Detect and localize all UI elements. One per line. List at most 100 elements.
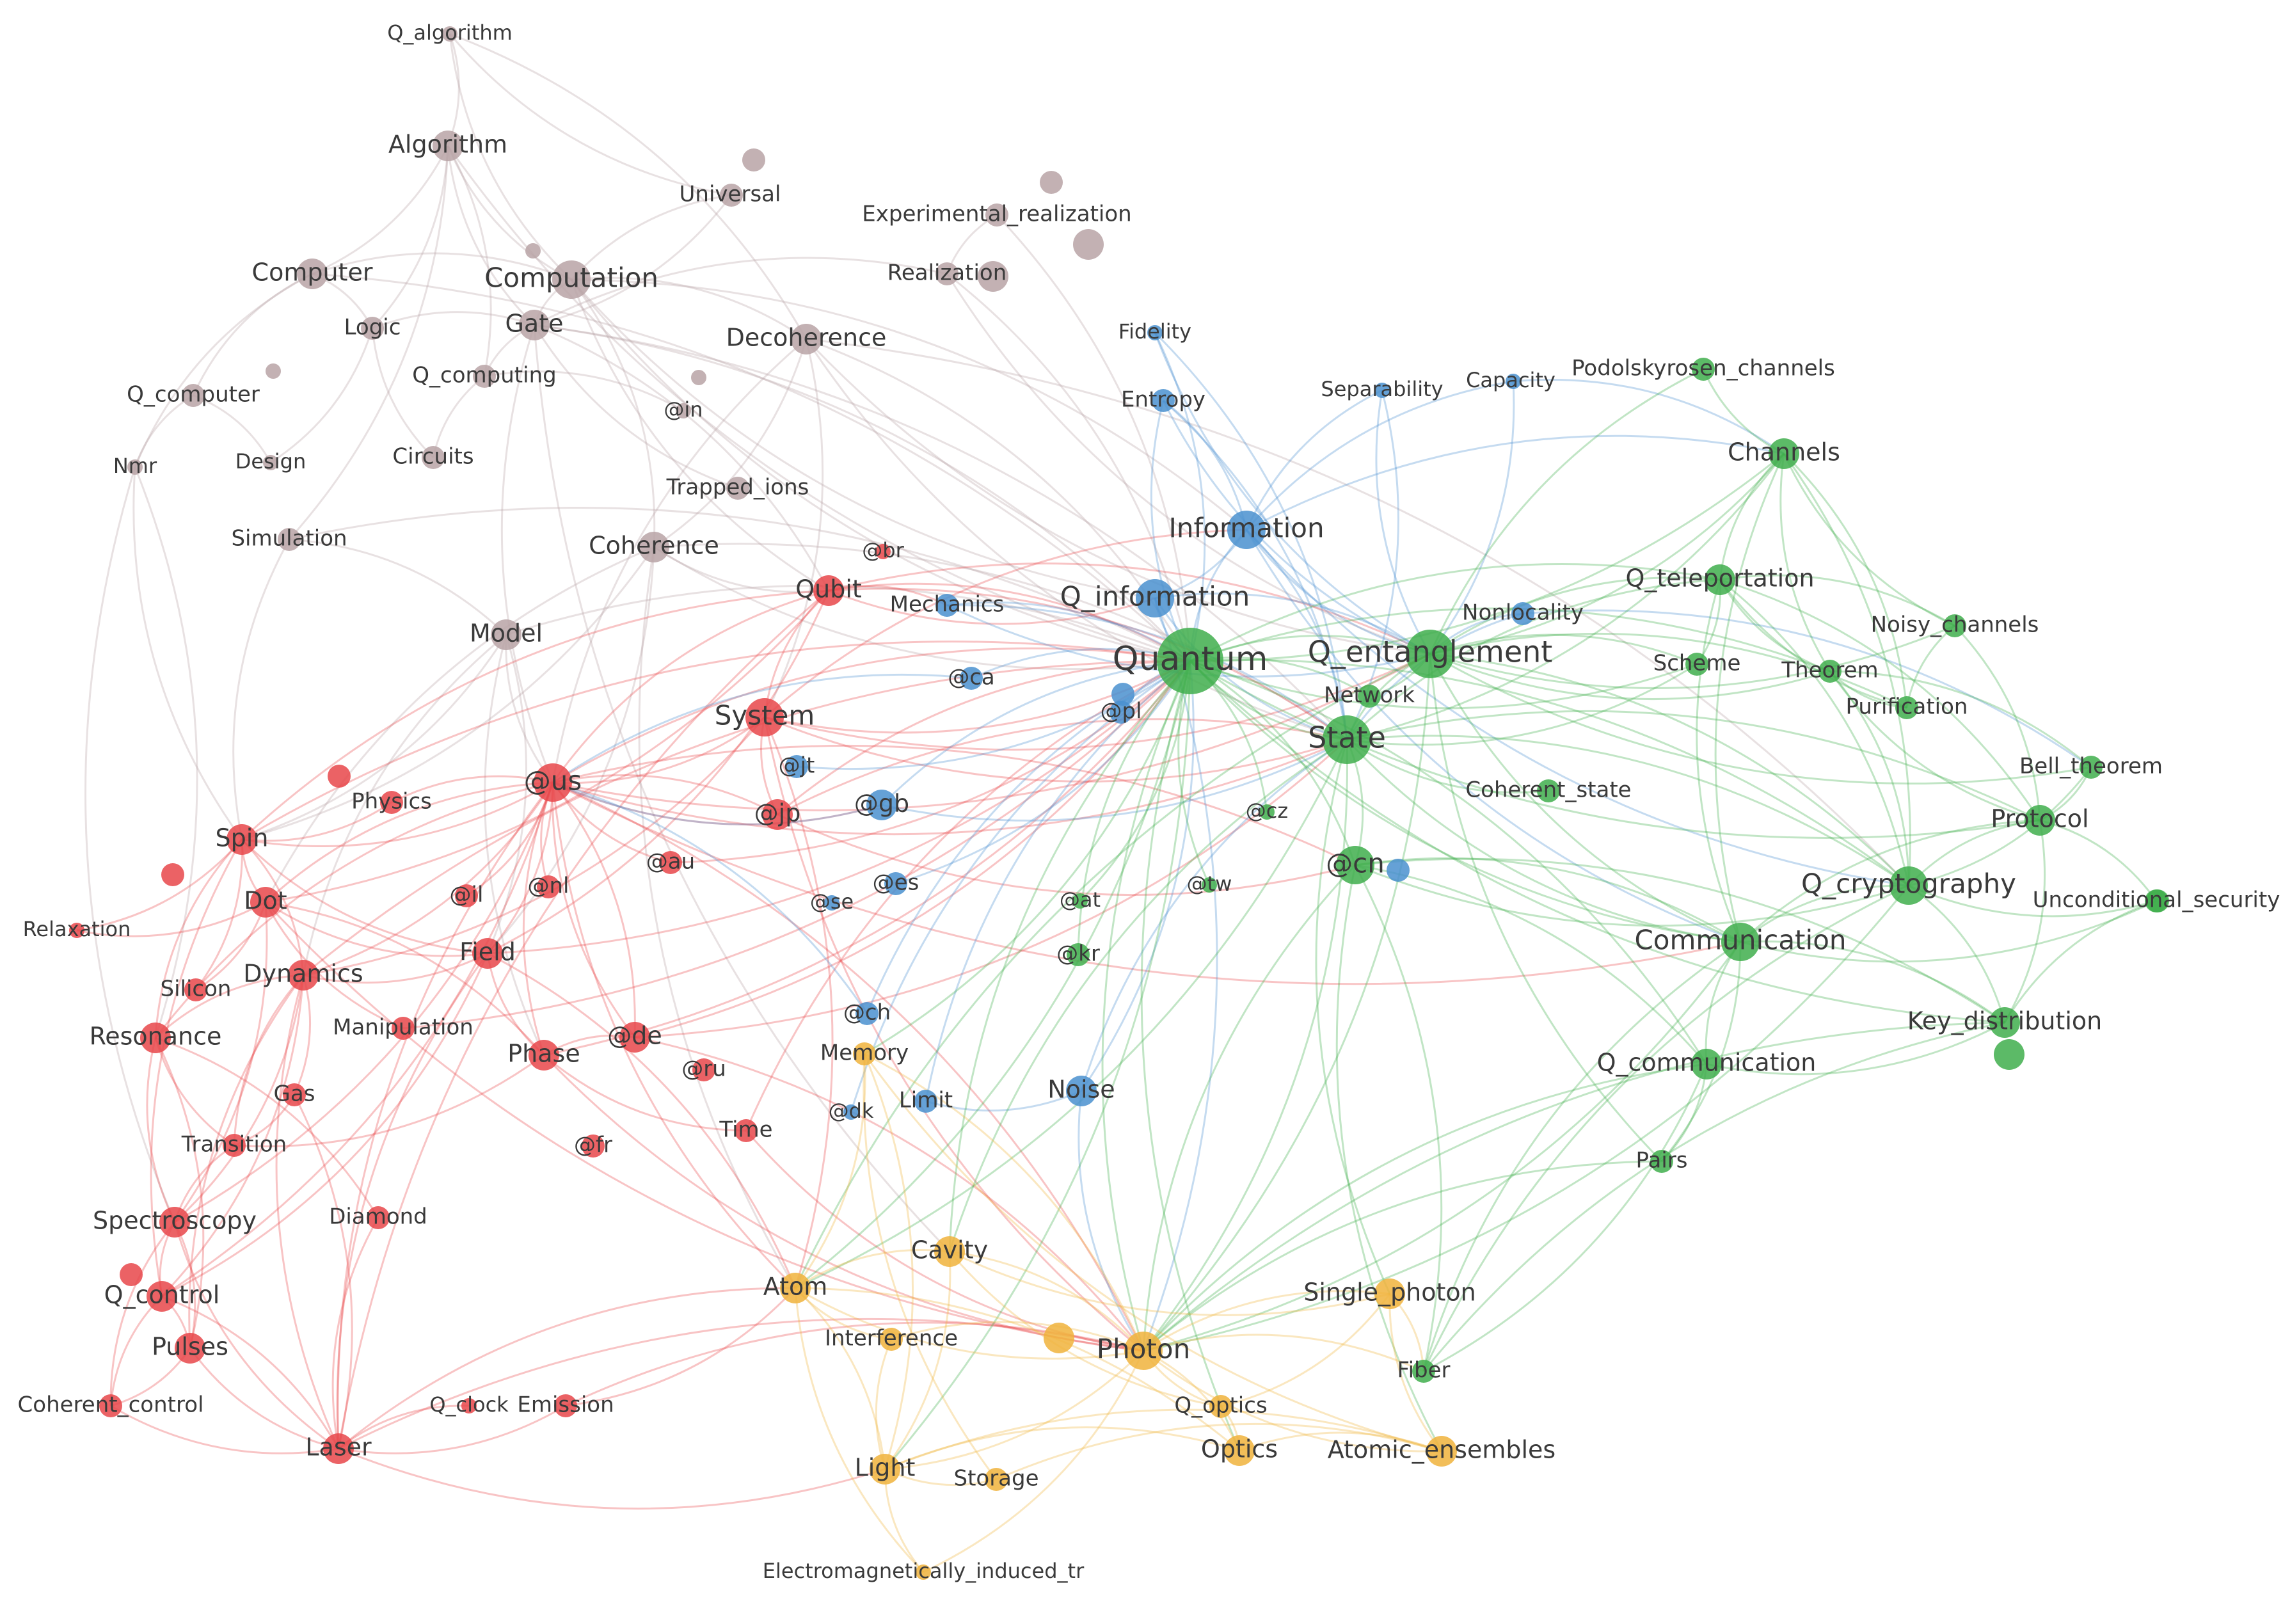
node-physics[interactable] xyxy=(380,791,403,814)
node-noisy-channels[interactable] xyxy=(1943,614,1966,637)
node-nonlocality[interactable] xyxy=(1511,602,1534,625)
node-q-cryptography[interactable] xyxy=(1889,866,1928,905)
node-transition[interactable] xyxy=(223,1134,246,1157)
node-unlabeled[interactable] xyxy=(1040,171,1063,194)
node-gate[interactable] xyxy=(519,310,550,340)
node-phase[interactable] xyxy=(529,1040,559,1071)
node-silicon[interactable] xyxy=(184,978,207,1001)
node-circuits[interactable] xyxy=(422,446,445,469)
node-q-communication[interactable] xyxy=(1691,1049,1722,1079)
node-coherent-control[interactable] xyxy=(99,1394,122,1417)
node-at[interactable] xyxy=(1072,893,1088,909)
node-emission[interactable] xyxy=(554,1394,577,1417)
node-computation[interactable] xyxy=(552,260,591,299)
node-unlabeled[interactable] xyxy=(1073,229,1104,260)
node-realization[interactable] xyxy=(935,262,959,285)
node-ru[interactable] xyxy=(692,1058,715,1081)
node-unlabeled[interactable] xyxy=(1994,1039,2024,1070)
node-memory[interactable] xyxy=(853,1042,876,1065)
node-il[interactable] xyxy=(455,884,478,907)
node-decoherence[interactable] xyxy=(791,324,822,354)
node-manipulation[interactable] xyxy=(392,1017,415,1040)
node-channels[interactable] xyxy=(1769,438,1799,469)
node-es[interactable] xyxy=(884,872,907,895)
node-fr[interactable] xyxy=(582,1134,605,1158)
node-communication[interactable] xyxy=(1721,923,1760,961)
node-dk[interactable] xyxy=(843,1104,859,1120)
node-q-computer[interactable] xyxy=(182,384,205,407)
node-q-information[interactable] xyxy=(1136,579,1174,617)
node-fidelity[interactable] xyxy=(1147,325,1163,340)
node-pairs[interactable] xyxy=(1650,1150,1673,1173)
node-coherent-state[interactable] xyxy=(1537,779,1560,802)
node-network[interactable] xyxy=(1358,685,1381,708)
node-interference[interactable] xyxy=(880,1328,903,1351)
node-system[interactable] xyxy=(745,698,784,736)
node-purification[interactable] xyxy=(1895,696,1918,719)
node-atom[interactable] xyxy=(780,1273,811,1303)
node-in[interactable] xyxy=(676,403,691,418)
node-unlabeled[interactable] xyxy=(525,243,541,259)
node-quantum[interactable] xyxy=(1157,628,1223,694)
node-q-control[interactable] xyxy=(147,1281,177,1312)
node-unlabeled[interactable] xyxy=(742,148,765,171)
node-bell-theorem[interactable] xyxy=(2080,756,2103,779)
node-q-entanglement[interactable] xyxy=(1406,630,1454,678)
node-unlabeled[interactable] xyxy=(691,370,706,385)
node-tw[interactable] xyxy=(1202,877,1217,893)
node-optics[interactable] xyxy=(1224,1435,1255,1466)
node-qubit[interactable] xyxy=(813,575,844,606)
node-q-teleportation[interactable] xyxy=(1705,564,1735,595)
node-relaxation[interactable] xyxy=(69,923,84,938)
node-experimental-realization[interactable] xyxy=(985,203,1008,227)
node-spectroscopy[interactable] xyxy=(159,1207,190,1238)
node-q-algorithm[interactable] xyxy=(442,26,457,42)
node-unlabeled[interactable] xyxy=(2146,889,2169,912)
node-cavity[interactable] xyxy=(934,1236,965,1267)
node-theorem[interactable] xyxy=(1818,660,1842,683)
node-time[interactable] xyxy=(735,1119,758,1142)
node-us[interactable] xyxy=(534,763,572,802)
node-cz[interactable] xyxy=(1259,804,1275,820)
node-au[interactable] xyxy=(659,851,682,874)
node-coherence[interactable] xyxy=(639,532,669,562)
node-electromagnetically-induced-tr[interactable] xyxy=(916,1564,931,1580)
node-mechanics[interactable] xyxy=(935,594,959,617)
node-unlabeled[interactable] xyxy=(1044,1323,1074,1353)
node-computer[interactable] xyxy=(297,259,328,289)
node-unlabeled[interactable] xyxy=(328,765,351,788)
node-limit[interactable] xyxy=(914,1090,937,1113)
node-laser[interactable] xyxy=(323,1433,354,1464)
node-unlabeled[interactable] xyxy=(1111,683,1134,706)
node-ch[interactable] xyxy=(855,1002,879,1025)
node-atomic-ensembles[interactable] xyxy=(1426,1436,1457,1467)
node-dot[interactable] xyxy=(250,887,281,918)
node-information[interactable] xyxy=(1227,511,1266,549)
node-podolskyrosen-channels[interactable] xyxy=(1692,358,1715,381)
node-dynamics[interactable] xyxy=(288,960,319,991)
node-se[interactable] xyxy=(824,895,839,911)
node-noise[interactable] xyxy=(1066,1076,1097,1106)
node-state[interactable] xyxy=(1323,715,1371,764)
node-nmr[interactable] xyxy=(127,459,143,475)
node-model[interactable] xyxy=(491,619,521,650)
node-key-distribution[interactable] xyxy=(1989,1007,2020,1038)
node-pl[interactable] xyxy=(1110,701,1133,724)
node-unlabeled[interactable] xyxy=(161,863,184,886)
node-logic[interactable] xyxy=(361,317,384,340)
node-spin[interactable] xyxy=(227,824,257,855)
node-entropy[interactable] xyxy=(1152,389,1175,412)
node-gas[interactable] xyxy=(283,1083,306,1106)
node-unlabeled[interactable] xyxy=(1387,859,1410,882)
node-gb[interactable] xyxy=(866,790,897,820)
node-simulation[interactable] xyxy=(278,528,301,551)
node-kr[interactable] xyxy=(1067,943,1090,966)
node-cn[interactable] xyxy=(1336,846,1374,884)
node-unlabeled[interactable] xyxy=(978,261,1008,292)
node-nl[interactable] xyxy=(537,875,560,898)
node-light[interactable] xyxy=(870,1454,900,1485)
node-de[interactable] xyxy=(619,1022,650,1053)
node-algorithm[interactable] xyxy=(433,131,463,161)
node-ca[interactable] xyxy=(960,667,983,690)
node-q-optics[interactable] xyxy=(1209,1395,1232,1418)
